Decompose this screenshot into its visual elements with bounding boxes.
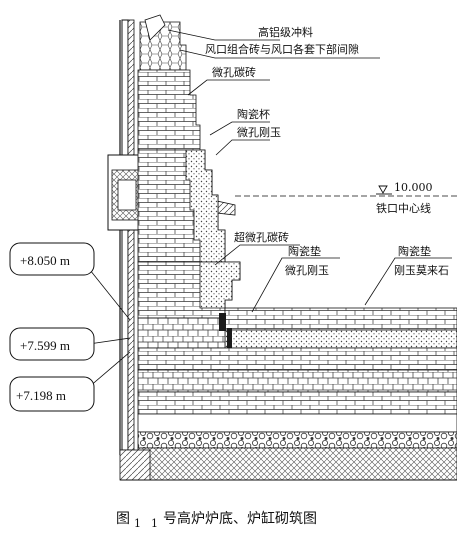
elevation-7198: +7.198 m xyxy=(16,388,66,403)
label-ceramic-pad-2: 陶瓷垫 xyxy=(398,244,431,258)
label-corundum-mullite: 刚玉莫来石 xyxy=(394,264,449,277)
label-super-micropore-carbon: 超微孔碳砖 xyxy=(234,230,289,244)
label-ceramic-pad-1: 陶瓷垫 xyxy=(288,244,321,258)
label-high-alumina-ramming: 高铝级冲料 xyxy=(258,25,313,39)
elevation-7599: +7.599 m xyxy=(20,338,70,353)
caption-number-1: 1 xyxy=(134,517,141,530)
label-micropore-corundum-2: 微孔刚玉 xyxy=(285,263,329,277)
elevation-callout-1: +8.050 m xyxy=(9,242,95,276)
foundation xyxy=(119,449,457,481)
label-micropore-corundum-1: 微孔刚玉 xyxy=(237,125,281,139)
ceramic-cup-column xyxy=(137,149,226,263)
upper-lining xyxy=(137,14,201,151)
caption-text: 号高炉炉底、炉缸砌筑图 xyxy=(163,510,317,527)
label-tuyere-gap: 风口组合砖与风口各套下部间隙 xyxy=(205,42,359,56)
elevation-callout-3: +7.198 m xyxy=(9,376,95,412)
hearth-pad xyxy=(137,307,457,481)
iron-level-line xyxy=(235,185,457,197)
label-micropore-carbon: 微孔碳砖 xyxy=(212,65,256,79)
label-ceramic-cup: 陶瓷杯 xyxy=(237,107,270,121)
caption-number-2: 1 xyxy=(151,517,158,530)
elevation-8050: +8.050 m xyxy=(20,253,70,268)
elevation-callout-2: +7.599 m xyxy=(9,327,95,361)
label-iron-level-value: 10.000 xyxy=(394,181,433,194)
furnace-shell xyxy=(119,19,135,455)
figure-caption: 图 1 1 号高炉炉底、炉缸砌筑图 xyxy=(116,510,317,530)
label-taphole-centerline: 铁口中心线 xyxy=(376,201,431,215)
caption-prefix: 图 xyxy=(116,511,130,527)
